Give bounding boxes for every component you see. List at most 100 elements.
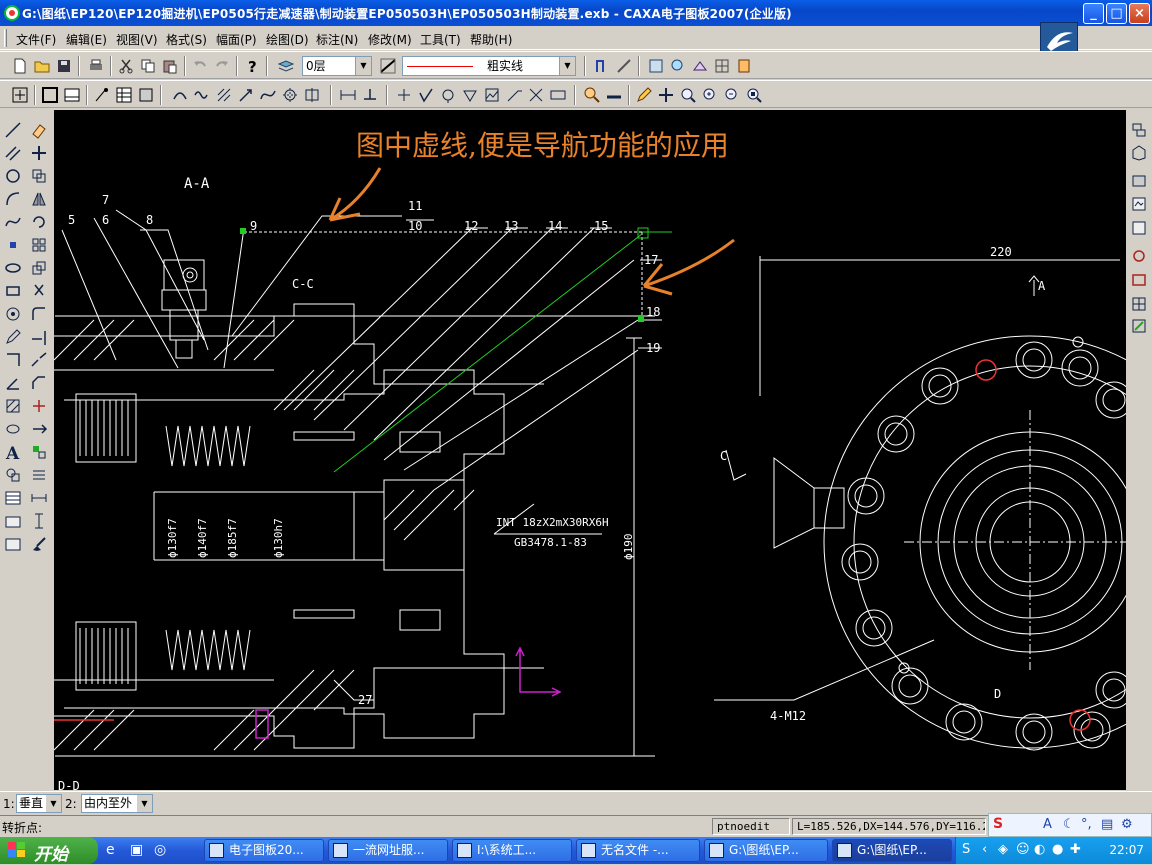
brush-tool-icon[interactable] — [29, 534, 49, 554]
paste-icon[interactable] — [160, 56, 180, 76]
task-drawing-active[interactable]: G:\图纸\EP... — [832, 839, 952, 862]
leader-icon[interactable] — [504, 85, 524, 105]
open-folder-icon[interactable] — [32, 56, 52, 76]
menu-page[interactable]: 幅面(P) — [216, 33, 257, 47]
browser-icon[interactable]: ◎ — [154, 842, 167, 858]
region-tool-icon[interactable] — [3, 465, 23, 485]
task-folder-ep[interactable]: G:\图纸\EP... — [704, 839, 828, 862]
dimension-icon[interactable] — [338, 85, 358, 105]
menu-modify[interactable]: 修改(M) — [368, 33, 412, 47]
hatch-tool-icon[interactable] — [214, 85, 234, 105]
layer-manager-icon[interactable] — [1129, 120, 1149, 140]
lib-replace-icon[interactable] — [1129, 316, 1149, 336]
maximize-button[interactable]: □ — [1106, 3, 1127, 24]
view-3d-icon[interactable] — [1129, 142, 1149, 162]
block-insert-icon[interactable] — [1129, 194, 1149, 214]
ime-settings-icon[interactable]: ⚙ — [1121, 817, 1133, 832]
polygon-tool-icon[interactable] — [3, 304, 23, 324]
move-tool-icon[interactable] — [29, 143, 49, 163]
sym-icon[interactable] — [460, 85, 480, 105]
circle-tool-icon[interactable] — [3, 166, 23, 186]
datum-icon[interactable] — [394, 85, 414, 105]
pencil-icon[interactable] — [634, 85, 654, 105]
copy-icon[interactable] — [138, 56, 158, 76]
props-icon[interactable] — [646, 56, 666, 76]
image-insert-icon[interactable] — [3, 534, 23, 554]
help-icon[interactable]: ? — [242, 56, 262, 76]
lib-manage-icon[interactable] — [1129, 294, 1149, 314]
frame-icon[interactable] — [40, 85, 60, 105]
ime-punct-icon[interactable]: °, — [1081, 817, 1092, 832]
arc-tool-icon[interactable] — [170, 85, 190, 105]
parallel-line-icon[interactable] — [3, 143, 23, 163]
task-untitled[interactable]: 无名文件 -... — [576, 839, 700, 862]
ortho-icon[interactable] — [614, 56, 634, 76]
query-icon[interactable] — [668, 56, 688, 76]
zoom-dynamic-icon[interactable] — [678, 85, 698, 105]
tolerance-icon[interactable] — [360, 85, 380, 105]
layer-select[interactable]: 0层 ▼ — [302, 56, 372, 76]
start-button[interactable]: 开始 — [0, 837, 98, 865]
menu-dimension[interactable]: 标注(N) — [316, 33, 359, 47]
lib-icon[interactable] — [1129, 246, 1149, 266]
block-edit-icon[interactable] — [1129, 218, 1149, 238]
spline-draw-icon[interactable] — [3, 212, 23, 232]
match-icon[interactable] — [690, 56, 710, 76]
layer-icon[interactable] — [276, 56, 296, 76]
ie-icon[interactable]: e — [106, 842, 115, 858]
rotate-tool-icon[interactable] — [29, 212, 49, 232]
menu-format[interactable]: 格式(S) — [166, 33, 207, 47]
symmetry-tool-icon[interactable] — [302, 85, 322, 105]
brush-icon[interactable] — [734, 56, 754, 76]
weld-icon[interactable] — [438, 85, 458, 105]
linetype-icon[interactable] — [378, 56, 398, 76]
offset-tool-icon[interactable] — [29, 442, 49, 462]
new-file-icon[interactable] — [10, 56, 30, 76]
scale-icon[interactable] — [526, 85, 546, 105]
tray-shield-icon[interactable]: ✚ — [1070, 842, 1081, 857]
tray-antivirus-icon[interactable]: ● — [1052, 842, 1064, 857]
zoom-in-icon[interactable] — [700, 85, 720, 105]
zoom-window-icon[interactable] — [582, 85, 602, 105]
bom-icon[interactable] — [114, 85, 134, 105]
image-icon[interactable] — [482, 85, 502, 105]
trim-tool-icon[interactable] — [29, 281, 49, 301]
dim-vertical-icon[interactable] — [29, 511, 49, 531]
ellipse-tool-icon[interactable] — [3, 258, 23, 278]
dim-horizontal-icon[interactable] — [29, 488, 49, 508]
measure-icon[interactable] — [604, 85, 624, 105]
grid-icon[interactable] — [712, 56, 732, 76]
scale-tool-icon[interactable] — [29, 258, 49, 278]
block-create-icon[interactable] — [1129, 170, 1149, 190]
zoom-all-icon[interactable] — [744, 85, 764, 105]
pencil-draw-icon[interactable] — [3, 327, 23, 347]
linetype-select[interactable]: 粗实线 ▼ — [402, 56, 576, 76]
ime-mode-icon[interactable]: A — [1043, 817, 1052, 832]
align-tool-icon[interactable] — [29, 465, 49, 485]
corner-tool-icon[interactable] — [3, 350, 23, 370]
lib-search-icon[interactable] — [1129, 270, 1149, 290]
minimize-button[interactable]: _ — [1083, 3, 1104, 24]
title-block-icon[interactable] — [62, 85, 82, 105]
title-bar[interactable]: G:\图纸\EP120\EP120掘进机\EP0505行走减速器\制动装置EP0… — [0, 0, 1152, 26]
chamfer-tool-icon[interactable] — [29, 373, 49, 393]
stretch-tool-icon[interactable] — [29, 419, 49, 439]
point-tool-icon[interactable] — [3, 235, 23, 255]
tray-network-icon[interactable]: ◈ — [998, 842, 1008, 857]
option-1-select[interactable]: 垂直 ▼ — [16, 794, 62, 813]
task-explorer[interactable]: I:\系统工... — [452, 839, 572, 862]
ime-keyboard-icon[interactable]: ▤ — [1101, 817, 1114, 832]
arrow-tool-icon[interactable] — [236, 85, 256, 105]
tray-volume-icon[interactable]: ◐ — [1034, 842, 1046, 857]
copy-tool-icon[interactable] — [29, 166, 49, 186]
wave-tool-icon[interactable] — [192, 85, 212, 105]
explode-tool-icon[interactable] — [29, 396, 49, 416]
roughness-icon[interactable] — [416, 85, 436, 105]
ime-toolbar[interactable]: S A ☾ °, ▤ ⚙ — [988, 813, 1152, 837]
hatch-draw-icon[interactable] — [3, 396, 23, 416]
menu-view[interactable]: 视图(V) — [116, 33, 158, 47]
line-tool-icon[interactable] — [3, 120, 23, 140]
view-icon[interactable] — [548, 85, 568, 105]
eraser-tool-icon[interactable] — [29, 120, 49, 140]
tray-sogou-icon[interactable]: S — [962, 842, 971, 857]
